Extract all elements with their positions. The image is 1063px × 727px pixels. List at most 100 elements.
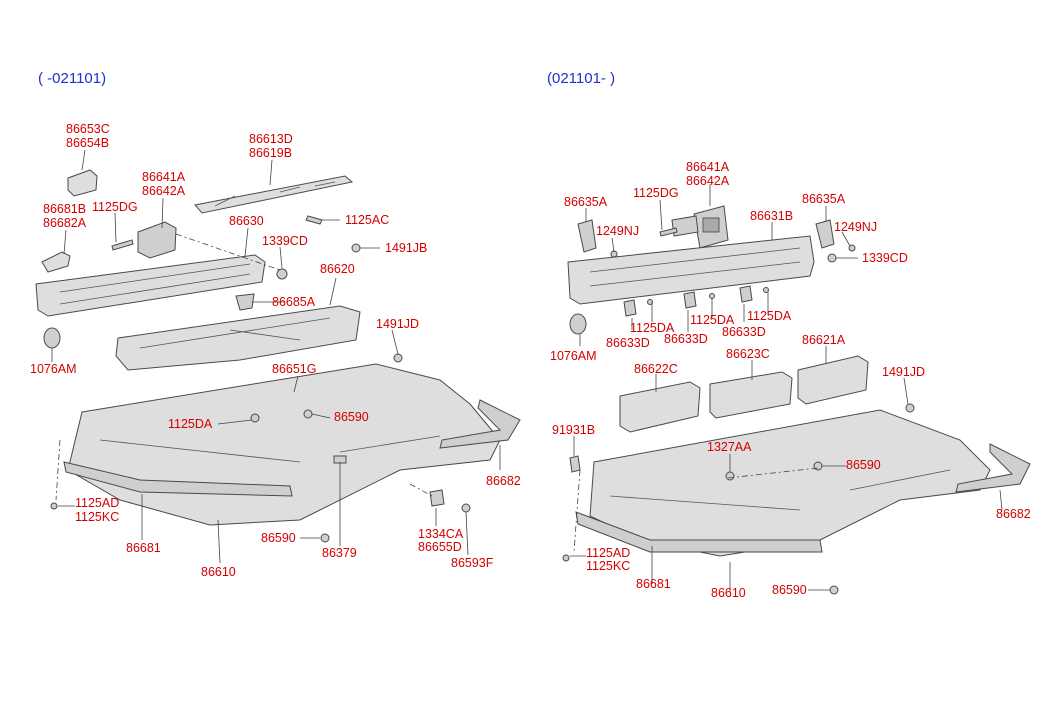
left-header: ( -021101) <box>38 70 106 87</box>
end-cap-part <box>67 169 98 197</box>
label: 86642A <box>686 174 730 188</box>
label: 1249NJ <box>596 224 639 238</box>
label: 1076AM <box>550 349 597 363</box>
side-bracket-part <box>41 251 71 273</box>
label: 86641A <box>686 160 730 174</box>
screw-1125da <box>250 413 260 423</box>
left-labels: 86653C 86654B 86613D 86619B 86641A 86642… <box>30 122 521 579</box>
nut-86590-lower <box>320 533 330 543</box>
label: 86685A <box>272 295 316 309</box>
stay-bracket-part <box>137 221 177 259</box>
label: 86681 <box>126 541 161 555</box>
label: 1339CD <box>862 251 908 265</box>
plug-1076am <box>43 327 61 349</box>
label: 86590 <box>261 531 296 545</box>
side-molding-86682 <box>955 443 1031 493</box>
pad-86379 <box>333 455 347 464</box>
label: 1327AA <box>707 440 752 454</box>
label: 86590 <box>772 583 807 597</box>
nut-1491jd <box>905 403 915 413</box>
bracket-86633d-2 <box>683 291 697 309</box>
absorber-86621a <box>797 355 869 405</box>
label: 86379 <box>322 546 357 560</box>
label: 1491JD <box>882 365 925 379</box>
label: 86633D <box>722 325 766 339</box>
label: 86621A <box>802 333 846 347</box>
label: 86631B <box>750 209 793 223</box>
label: 91931B <box>552 423 595 437</box>
bumper-beam-part <box>35 254 266 317</box>
label: 86620 <box>320 262 355 276</box>
screw-1125ad <box>50 502 58 510</box>
bracket-86635a-right <box>815 219 835 249</box>
bracket-86633d-3 <box>739 285 753 303</box>
label: 86633D <box>606 336 650 350</box>
label: 86610 <box>711 586 746 600</box>
reinforcement-strip-part <box>194 175 354 214</box>
nut-1249nj-right <box>848 244 856 252</box>
clip-1339cd <box>276 268 288 280</box>
label: 86681 <box>636 577 671 591</box>
side-molding-86682 <box>439 399 521 449</box>
plug-1076am <box>569 313 587 335</box>
clip-1339cd <box>827 253 837 263</box>
label: 1125DA <box>630 321 675 335</box>
label: 86655D <box>418 540 462 554</box>
bumper-cover-part <box>589 409 991 557</box>
label: 86682 <box>996 507 1031 521</box>
right-header: (021101- ) <box>547 70 615 87</box>
bolt-1125dg <box>659 227 678 237</box>
label: 86635A <box>802 192 846 206</box>
nut-86590-upper <box>813 461 823 471</box>
label: 86682 <box>486 474 521 488</box>
label: 1125DA <box>168 417 213 431</box>
label: 86593F <box>451 556 494 570</box>
label: 1334CA <box>418 527 464 541</box>
label: 86633D <box>664 332 708 346</box>
plate-86685a <box>235 293 255 311</box>
label: 1125DA <box>690 313 735 327</box>
label: 86590 <box>334 410 369 424</box>
energy-absorber-part <box>115 305 361 371</box>
leader-lines-right <box>570 184 1003 592</box>
label: 86653C <box>66 122 110 136</box>
right-diagram: (021101- ) <box>547 70 1031 600</box>
label: 1249NJ <box>834 220 877 234</box>
bolt-1125dg <box>111 239 134 251</box>
label: 1125DA <box>747 309 792 323</box>
left-diagram: ( -021101) <box>30 70 521 579</box>
label: 1125AD <box>586 546 630 560</box>
label: 86642A <box>142 184 186 198</box>
clip-91931b <box>569 455 581 473</box>
label: 1076AM <box>30 362 77 376</box>
label: 1125AC <box>345 213 389 227</box>
right-labels: 86641A 86642A 1125DG 86635A 86635A 86631… <box>550 160 1031 600</box>
label: 1125AD <box>75 496 119 510</box>
label: 86681B <box>43 202 86 216</box>
label: 1339CD <box>262 234 308 248</box>
label: 86623C <box>726 347 770 361</box>
bolt-1125ac <box>305 215 323 225</box>
absorber-86622c <box>619 381 701 433</box>
label: 1491JB <box>385 241 427 255</box>
label: 86630 <box>229 214 264 228</box>
label: 86619B <box>249 146 292 160</box>
label: 86590 <box>846 458 881 472</box>
screw-1125ad <box>562 554 570 562</box>
label: 86641A <box>142 170 186 184</box>
label: 86654B <box>66 136 109 150</box>
clip-1327aa <box>725 471 735 481</box>
label: 1491JD <box>376 317 419 331</box>
label: 86635A <box>564 195 608 209</box>
nut-1491jb <box>351 243 361 253</box>
label: 86651G <box>272 362 316 376</box>
absorber-86623c <box>709 371 793 419</box>
molding-86681 <box>63 461 293 497</box>
label: 86682A <box>43 216 87 230</box>
bumper-beam-part <box>567 235 815 305</box>
nut-86590-lower <box>829 585 839 595</box>
bracket-1334ca <box>429 489 445 507</box>
label: 1125DG <box>633 186 679 200</box>
bracket-86633d-1 <box>623 299 637 317</box>
